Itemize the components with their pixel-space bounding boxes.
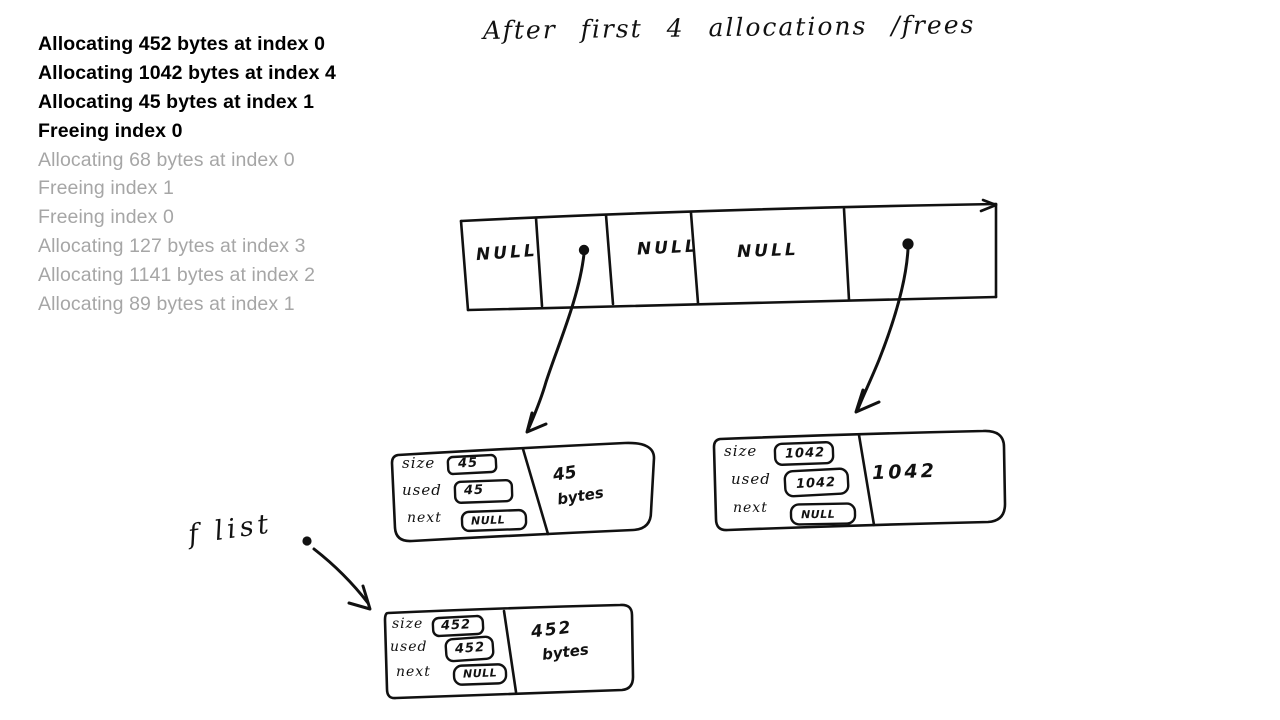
block-45-divider xyxy=(521,447,550,536)
block-1042-next-value: NULL xyxy=(800,507,836,522)
block-1042-size-label: size xyxy=(724,442,758,460)
block-45-note-line1: 45 xyxy=(551,462,579,486)
block-452-next-value: NULL xyxy=(462,666,498,681)
array-top-edge xyxy=(459,202,998,223)
block-45-size-label: size xyxy=(402,454,436,472)
array-cell-2-value: NULL xyxy=(636,236,700,260)
log-entry: Allocating 127 bytes at index 3 xyxy=(38,235,306,258)
array-divider-4 xyxy=(842,207,851,302)
flist-dot-icon xyxy=(302,536,312,546)
array-divider-3 xyxy=(689,211,700,305)
block-1042-used-value: 1042 xyxy=(795,474,837,493)
block-452-size-box xyxy=(431,614,485,638)
array-divider-2 xyxy=(604,213,615,306)
block-1042-next-box xyxy=(789,502,857,526)
block-452-used-box xyxy=(444,635,495,663)
block-45-used-value: 45 xyxy=(463,482,485,499)
block-45-next-box xyxy=(460,508,528,533)
pointer-dot-icon xyxy=(902,238,914,250)
block-452-outline xyxy=(383,603,635,700)
log-entry: Allocating 89 bytes at index 1 xyxy=(38,293,295,316)
block-45-size-value: 45 xyxy=(457,455,479,472)
array-cell-0-value: NULL xyxy=(475,240,539,266)
array-bottom-edge xyxy=(466,295,998,312)
block-1042-next-label: next xyxy=(733,500,768,516)
block-452-next-label: next xyxy=(396,664,431,680)
stroke-flick-icon xyxy=(979,198,998,213)
allocation-log: Allocating 452 bytes at index 0 Allocati… xyxy=(38,30,336,319)
block-1042-used-box xyxy=(783,467,850,498)
log-entry: Freeing index 1 xyxy=(38,177,174,200)
log-entry: Allocating 1042 bytes at index 4 xyxy=(38,61,336,84)
block-45-size-box xyxy=(446,453,498,476)
log-entry: Freeing index 0 xyxy=(38,206,174,229)
block-1042-note-line1: 1042 xyxy=(871,459,938,485)
block-45-used-label: used xyxy=(402,481,442,499)
block-452-sketch xyxy=(383,603,635,700)
block-45-next-value: NULL xyxy=(470,513,506,528)
array-cell-3-value: NULL xyxy=(736,239,800,263)
log-entry: Allocating 45 bytes at index 1 xyxy=(38,90,315,113)
log-entry: Allocating 1141 bytes at index 2 xyxy=(38,264,316,287)
log-entry: Allocating 452 bytes at index 0 xyxy=(38,33,326,55)
block-45-used-box xyxy=(453,478,514,504)
block-452-next-box xyxy=(452,663,508,686)
arrow-cell4-to-1042-block xyxy=(854,247,910,414)
block-45-outline xyxy=(390,441,656,543)
block-1042-size-box xyxy=(773,441,835,466)
block-45-next-label: next xyxy=(407,510,442,526)
block-1042-size-value: 1042 xyxy=(784,445,826,462)
block-1042-outline xyxy=(712,429,1007,532)
array-divider-1 xyxy=(534,216,544,308)
log-entry: Allocating 68 bytes at index 0 xyxy=(38,148,295,171)
block-1042-sketch xyxy=(712,429,1007,532)
pointer-dot-icon xyxy=(578,244,590,256)
block-452-used-value: 452 xyxy=(454,639,486,658)
arrow-cell1-to-45-block xyxy=(525,252,586,434)
block-452-size-label: size xyxy=(392,616,424,632)
pointer-array-sketch xyxy=(459,198,998,312)
block-452-used-label: used xyxy=(390,639,428,655)
block-1042-divider xyxy=(857,433,876,527)
array-left-edge xyxy=(459,219,470,312)
block-45-sketch xyxy=(390,441,656,543)
arrow-flist-to-452-block xyxy=(312,547,372,611)
block-452-size-value: 452 xyxy=(440,617,472,634)
block-452-divider xyxy=(502,609,518,694)
log-entry: Freeing index 0 xyxy=(38,119,183,142)
block-1042-used-label: used xyxy=(731,470,771,488)
